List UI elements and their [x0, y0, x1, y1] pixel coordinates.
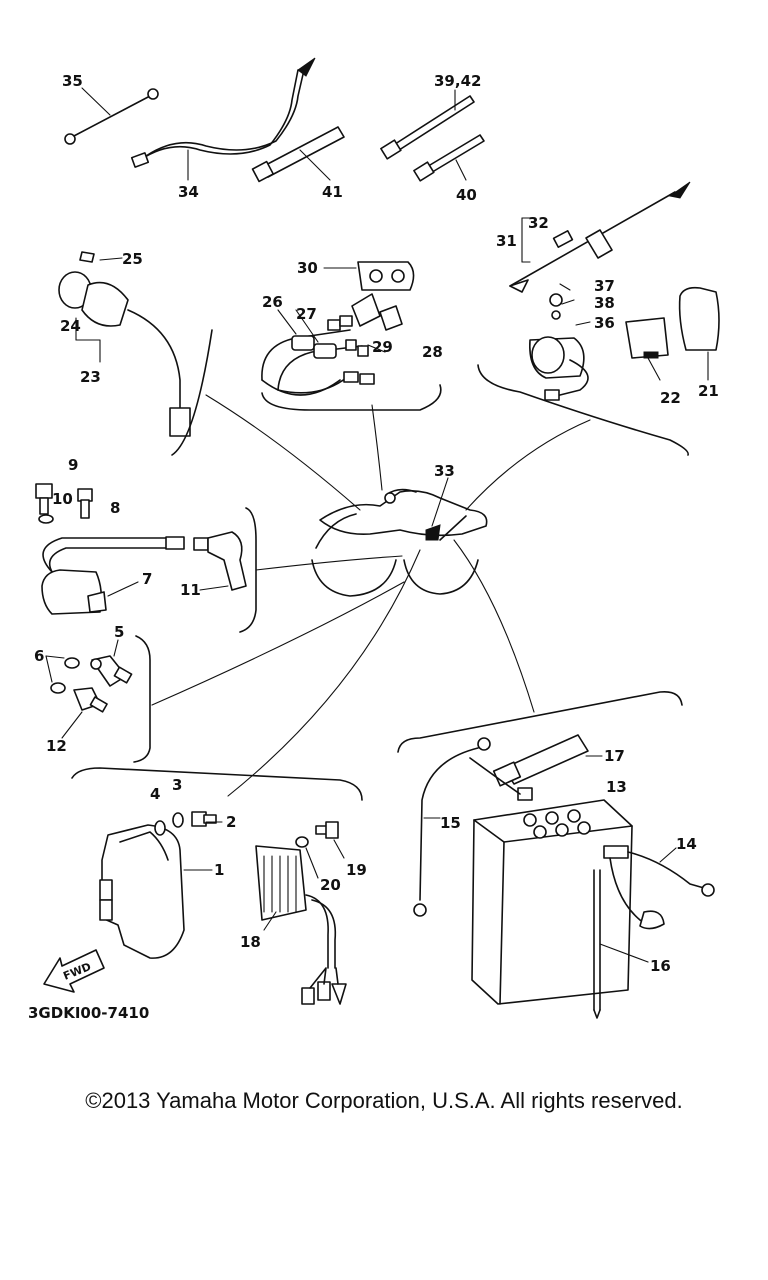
part-31-wire: [509, 181, 691, 293]
parts-26-29-connectors: [261, 293, 403, 396]
callout-18: 18: [240, 933, 261, 951]
copyright-notice: ©2013 Yamaha Motor Corporation, U.S.A. A…: [85, 1088, 683, 1113]
part-7-ignition-coil: [41, 536, 209, 615]
callout-38: 38: [594, 294, 615, 312]
part-8-bolt: [77, 488, 93, 519]
callout-2: 2: [226, 813, 236, 831]
callout-40: 40: [456, 186, 477, 204]
callout-1: 1: [214, 861, 224, 879]
callout-34: 34: [178, 183, 199, 201]
part-22-fuse: [625, 317, 669, 381]
part-5-switch: [90, 639, 133, 687]
callout-31: 31: [496, 232, 517, 250]
group-bracket-1-20: [71, 767, 363, 801]
part-16-breather-pipe: [593, 869, 649, 1019]
callout-6: 6: [34, 647, 44, 665]
part-40-band: [413, 134, 485, 182]
callout-41: 41: [322, 183, 343, 201]
callout-39-42: 39,42: [434, 72, 481, 90]
part-35-ground-wire: [64, 87, 159, 145]
callout-7: 7: [142, 570, 152, 588]
callout-35: 35: [62, 72, 83, 90]
callout-32: 32: [528, 214, 549, 232]
fwd-arrow: [43, 949, 105, 993]
callout-20: 20: [320, 876, 341, 894]
part-30-plate: [323, 261, 415, 291]
group-bracket-13-17: [397, 690, 683, 753]
callout-30: 30: [297, 259, 318, 277]
callout-19: 19: [346, 861, 367, 879]
part-1-cdi-unit: [99, 824, 213, 959]
callout-17: 17: [604, 747, 625, 765]
part-19-bolt: [315, 821, 345, 859]
electrical-parts-diagram: 35 34 41 39,42 40 25 24 23 30 26 27 29 2…: [28, 57, 720, 1022]
part-20-washer: [295, 836, 319, 879]
part-18-rectifier-regulator: [255, 845, 347, 1005]
callout-23: 23: [80, 368, 101, 386]
part-13-battery: [471, 799, 633, 1005]
part-36-relay: [529, 283, 591, 401]
callout-16: 16: [650, 957, 671, 975]
part-4-washer: [154, 820, 166, 836]
callout-36: 36: [594, 314, 615, 332]
callout-22: 22: [660, 389, 681, 407]
callout-4: 4: [150, 785, 160, 803]
callout-24: 24: [60, 317, 81, 335]
part-9-bolt: [35, 483, 53, 515]
callout-25: 25: [122, 250, 143, 268]
callout-10: 10: [52, 490, 73, 508]
diagram-code: 3GDKI00-7410: [28, 1004, 149, 1022]
callout-11: 11: [180, 581, 201, 599]
callout-33: 33: [434, 462, 455, 480]
group-bracket-7-11: [239, 507, 257, 633]
callout-26: 26: [262, 293, 283, 311]
group-bracket-21-36: [477, 364, 689, 456]
callout-13: 13: [606, 778, 627, 796]
group-bracket-5-12: [133, 635, 151, 763]
part-17-band: [492, 734, 603, 787]
callout-29: 29: [372, 338, 393, 356]
part-10-washer: [38, 514, 54, 524]
part-11-plug-cap: [199, 531, 247, 591]
part-15-battery-lead: [413, 737, 533, 917]
group-bracket-26-30: [261, 384, 442, 411]
callout-8: 8: [110, 499, 120, 517]
part-34-wire-lead: [130, 57, 316, 181]
part-12-switch: [61, 687, 108, 739]
part-23-switch-assembly: [58, 251, 213, 456]
callout-27: 27: [296, 305, 317, 323]
leader-lines: [151, 394, 591, 797]
part-2-bolt: [191, 811, 223, 827]
part-41-band: [251, 126, 345, 183]
part-14-battery-lead: [603, 845, 715, 930]
callout-3: 3: [172, 776, 182, 794]
callout-28: 28: [422, 343, 443, 361]
part-21-cover: [678, 286, 720, 381]
part-3-washer: [172, 812, 184, 828]
callout-14: 14: [676, 835, 697, 853]
callout-5: 5: [114, 623, 124, 641]
callout-37: 37: [594, 277, 615, 295]
frame-sketch: [311, 477, 488, 597]
part-39-42-band: [380, 89, 475, 160]
callout-12: 12: [46, 737, 67, 755]
callout-9: 9: [68, 456, 78, 474]
part-6-washers: [45, 655, 80, 694]
callout-21: 21: [698, 382, 719, 400]
callout-15: 15: [440, 814, 461, 832]
